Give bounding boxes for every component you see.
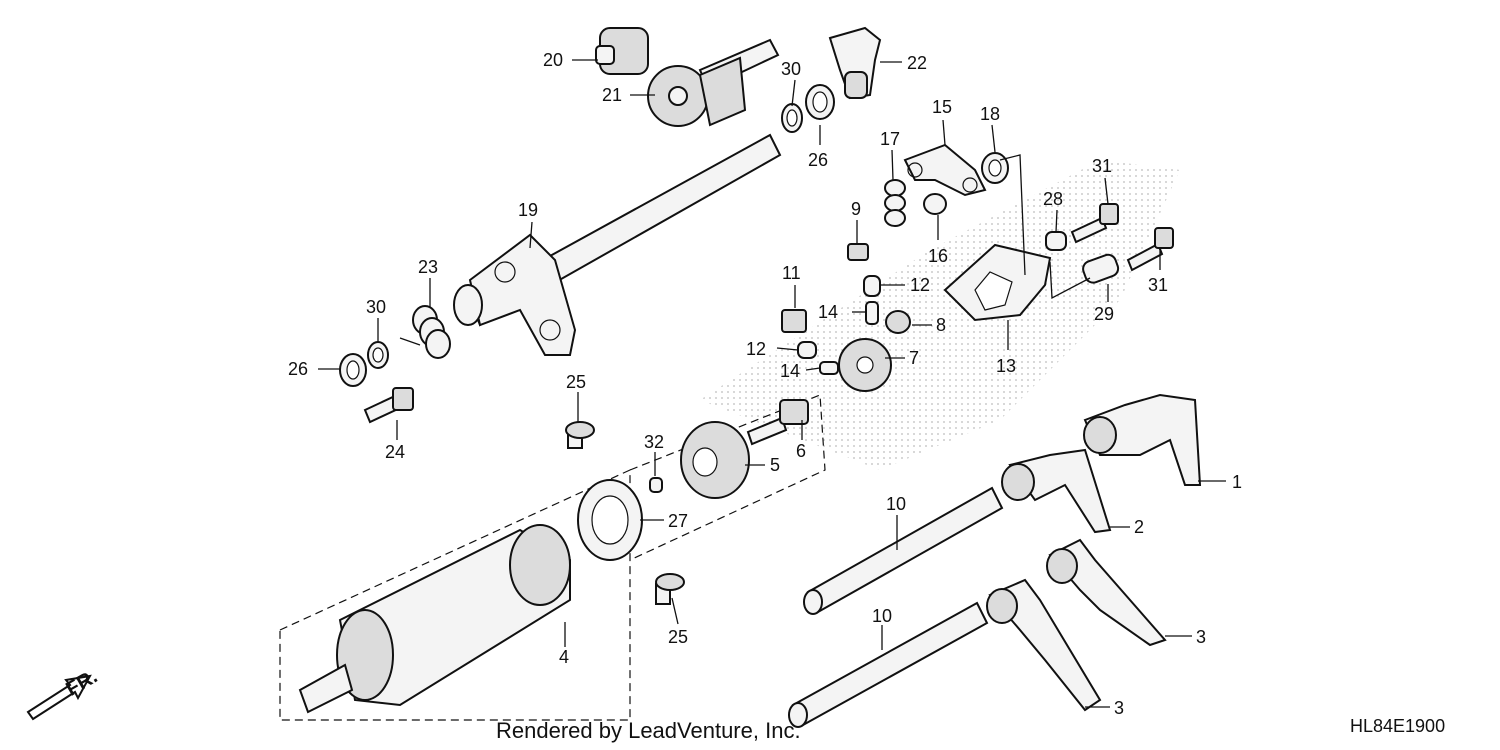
callout-27: 27 [668, 511, 688, 531]
part-22-arm[interactable] [828, 26, 882, 100]
callout-18: 18 [980, 104, 1000, 124]
callout-31: 31 [1148, 275, 1168, 295]
part-31-bolt-a[interactable] [1070, 203, 1119, 244]
callout-13: 13 [996, 356, 1016, 376]
part-3-shift-fork-upper[interactable] [1046, 538, 1167, 647]
callout-11: 11 [782, 263, 801, 283]
callout-14: 14 [818, 302, 838, 322]
part-18-washer[interactable] [981, 152, 1009, 184]
part-20-gear[interactable] [595, 27, 649, 75]
part-16-collar[interactable] [923, 193, 947, 215]
part-12-pin-b[interactable] [797, 341, 817, 359]
callout-30: 30 [366, 297, 386, 317]
part-17-spring[interactable] [884, 179, 906, 227]
part-30-clip-lower[interactable] [367, 341, 389, 369]
callout-25: 25 [668, 627, 688, 647]
callout-1: 1 [1232, 472, 1242, 492]
part-10-fork-shaft-lower[interactable] [788, 601, 989, 728]
callout-25: 25 [566, 372, 586, 392]
callout-32: 32 [644, 432, 664, 452]
part-27-bearing[interactable] [577, 479, 643, 561]
callout-19: 19 [518, 200, 538, 220]
callout-12: 12 [746, 339, 766, 359]
part-14-spring-a[interactable] [865, 301, 879, 325]
part-15-plate[interactable] [903, 143, 987, 197]
part-4-shift-drum[interactable] [298, 524, 571, 714]
part-26-washer-top[interactable] [805, 84, 835, 120]
part-12-pin-a[interactable] [863, 275, 881, 297]
callout-24: 24 [385, 442, 405, 462]
callout-28: 28 [1043, 189, 1063, 209]
callout-15: 15 [932, 97, 952, 117]
callout-7: 7 [909, 348, 919, 368]
part-31-bolt-b[interactable] [1126, 227, 1174, 272]
callout-17: 17 [880, 129, 900, 149]
part-19-shift-shaft[interactable] [453, 133, 782, 356]
callout-5: 5 [770, 455, 780, 475]
callout-8: 8 [936, 315, 946, 335]
part-3-shift-fork-lower[interactable] [986, 578, 1102, 712]
part-26-washer-lower[interactable] [339, 353, 367, 387]
part-5-drum-center[interactable] [680, 421, 750, 499]
leader-lines [318, 59, 1226, 708]
assembly-box-drum-top [629, 394, 826, 561]
part-21-gear-shaft[interactable] [647, 38, 780, 127]
callout-22: 22 [907, 53, 927, 73]
callout-23: 23 [418, 257, 438, 277]
callout-10: 10 [886, 494, 906, 514]
callout-12: 12 [910, 275, 930, 295]
part-29-pin[interactable] [1081, 253, 1120, 285]
callout-16: 16 [928, 246, 948, 266]
callout-10: 10 [872, 606, 892, 626]
part-28-dowel[interactable] [1045, 231, 1067, 251]
callout-4: 4 [559, 647, 569, 667]
assembly-box-drum [279, 469, 631, 721]
callout-14: 14 [780, 361, 800, 381]
part-8-bolt[interactable] [885, 310, 911, 334]
part-13-plate[interactable] [943, 243, 1052, 322]
callout-26: 26 [808, 150, 828, 170]
callout-30: 30 [781, 59, 801, 79]
part-9-stopper[interactable] [847, 243, 869, 261]
part-6-bolt[interactable] [746, 399, 809, 446]
part-11-plate[interactable] [781, 309, 807, 333]
front-direction-arrow [26, 674, 92, 721]
part-25-bolt-lower[interactable] [655, 573, 685, 605]
callout-21: 21 [602, 85, 622, 105]
callout-2: 2 [1134, 517, 1144, 537]
part-2-shift-fork[interactable] [1001, 448, 1112, 534]
part-14-spring-b[interactable] [819, 361, 839, 375]
callout-9: 9 [851, 199, 861, 219]
part-7-plate[interactable] [838, 338, 892, 392]
part-23-spring[interactable] [399, 305, 451, 359]
callout-6: 6 [796, 441, 806, 461]
part-1-shift-fork[interactable] [1083, 393, 1202, 486]
part-32-pin[interactable] [649, 477, 663, 493]
render-credit: Rendered by LeadVenture, Inc. [496, 718, 801, 743]
callout-3: 3 [1114, 698, 1124, 718]
callout-20: 20 [543, 50, 563, 70]
part-10-fork-shaft-upper[interactable] [803, 486, 1004, 615]
part-24-bolt[interactable] [363, 387, 414, 424]
diagram-code: HL84E1900 [1350, 716, 1446, 736]
callout-29: 29 [1094, 304, 1114, 324]
callout-31: 31 [1092, 156, 1112, 176]
callout-26: 26 [288, 359, 308, 379]
part-30-clip-top[interactable] [781, 103, 803, 133]
callout-3: 3 [1196, 627, 1206, 647]
part-25-bolt-upper[interactable] [565, 421, 595, 449]
